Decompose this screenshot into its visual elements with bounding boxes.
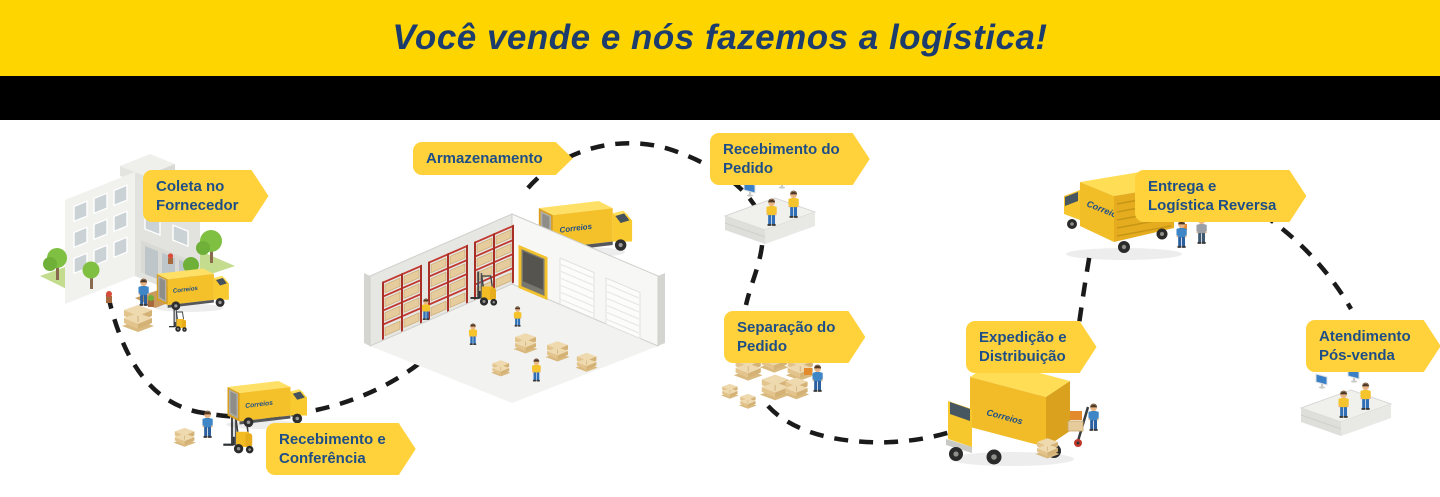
dock-door-icon (518, 244, 548, 301)
worker-icon (202, 410, 213, 438)
warehouse-illustration (364, 201, 665, 403)
step-label-line: Pós-venda (1319, 347, 1395, 365)
delivery-truck-illustration: Correios (1064, 172, 1207, 260)
roller-door-icon (559, 257, 595, 320)
step-label-line: Armazenamento (426, 150, 543, 167)
step-label-separacao-do-pedido: Separação do Pedido (724, 311, 865, 363)
tree-icon (43, 230, 222, 289)
correios-truck-icon (155, 268, 229, 312)
pallet-boxes-icon (759, 374, 791, 401)
step-label-recebimento-do-pedido: Recebimento do Pedido (710, 133, 870, 185)
worker-icon (812, 364, 823, 392)
building-windows-left (73, 184, 128, 275)
step-label-line: Expedição e (979, 329, 1067, 346)
roller-door-icon (605, 277, 641, 340)
pallet-boxes-icon (783, 377, 810, 400)
picking-illustration (720, 347, 823, 409)
step-label-line: Entrega e (1148, 178, 1217, 195)
divider-bar (0, 76, 1440, 120)
pallet-jack-icon (168, 308, 188, 333)
step-label-coleta-no-fornecedor: Coleta no Fornecedor (143, 170, 269, 222)
pallet-boxes-icon (720, 383, 739, 399)
step-label-armazenamento: Armazenamento (413, 142, 573, 175)
correios-truck-icon (226, 381, 307, 429)
step-label-line: Pedido (737, 338, 788, 356)
step-label-atendimento-pos-venda: Atendimento Pós-venda (1306, 320, 1440, 372)
step-label-line: Logística Reversa (1148, 197, 1277, 215)
step-label-entrega-logistica-reversa: Entrega e Logística Reversa (1135, 170, 1306, 222)
worker-icon (1088, 403, 1099, 431)
pallet-boxes-icon (173, 427, 197, 448)
step-label-line: Atendimento (1319, 328, 1411, 345)
monitor-icon (1315, 373, 1328, 390)
step-label-line: Conferência (279, 450, 366, 468)
step-label-line: Fornecedor (156, 197, 239, 215)
step-label-expedicao-e-distribuicao: Expedição e Distribuição (966, 321, 1097, 373)
hand-truck-icon (1067, 406, 1090, 447)
flow-path-segment-1 (105, 234, 503, 420)
step-label-line: Recebimento e (279, 431, 386, 448)
flow-path-segment-5 (1260, 212, 1353, 311)
header-banner: Você vende e nós fazemos a logística! (0, 0, 1440, 76)
logistics-flow-canvas: Correios Correios (0, 120, 1440, 497)
flow-path-segment-3 (766, 404, 963, 445)
step-label-line: Distribuição (979, 348, 1066, 366)
step-label-line: Pedido (723, 160, 774, 178)
order-box-icon (804, 368, 812, 375)
step-label-line: Separação do (737, 319, 836, 336)
step-label-line: Coleta no (156, 178, 225, 195)
step-label-line: Recebimento do (723, 141, 840, 158)
flower-pot-icon (106, 253, 174, 307)
step-label-recebimento-e-conferencia: Recebimento e Conferência (266, 423, 416, 475)
pallet-boxes-icon (738, 393, 757, 409)
pallet-boxes-icon (121, 304, 155, 333)
banner-title: Você vende e nós fazemos a logística! (392, 18, 1048, 57)
dispatch-truck-illustration: Correios (946, 361, 1099, 466)
